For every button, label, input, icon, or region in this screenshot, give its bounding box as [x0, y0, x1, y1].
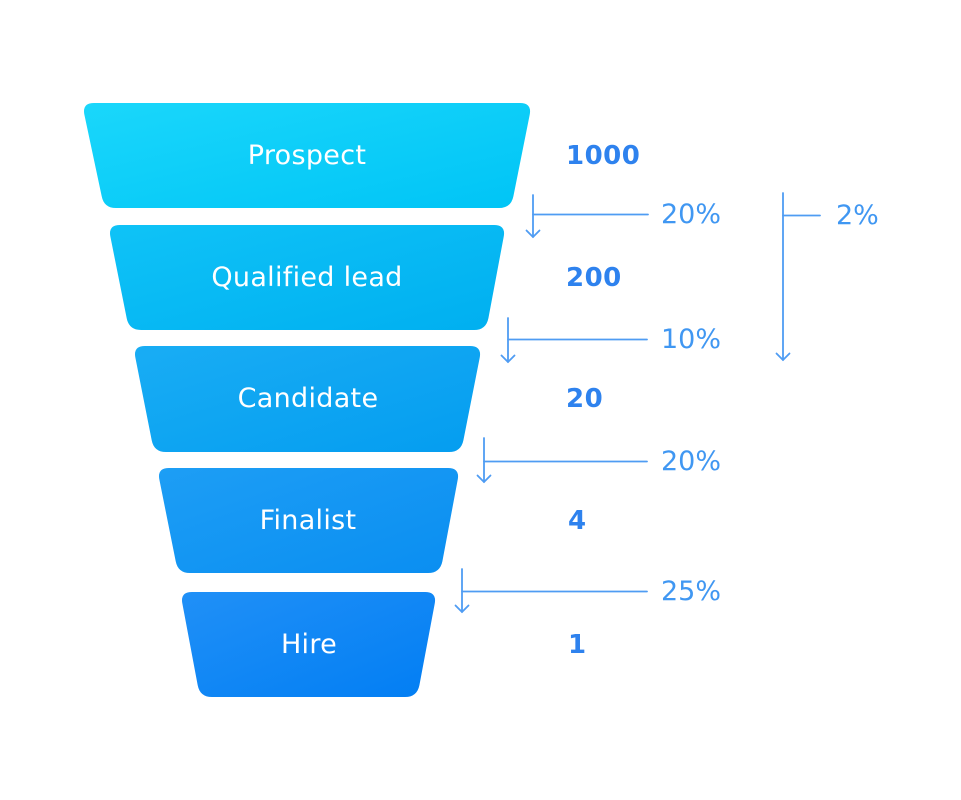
stage-value-hire: 1 [568, 630, 587, 660]
arrow-head-icon [525, 229, 541, 239]
funnel-stage-shape-hire [182, 592, 436, 697]
funnel-stage-shape-finalist [159, 468, 459, 573]
stage-label-hire: Hire [280, 629, 338, 660]
overall-conversion-arrow [775, 192, 821, 362]
arrow-head-icon [775, 352, 791, 362]
arrow-head-icon [454, 604, 470, 614]
conversion-pct-3: 20% [661, 446, 722, 477]
stage-label-finalist: Finalist [259, 505, 357, 536]
conversion-arrow-1 [525, 194, 649, 239]
conversion-pct-2: 10% [661, 324, 722, 355]
conversion-pct-1: 20% [661, 199, 722, 230]
stage-value-prospect: 1000 [566, 141, 641, 171]
funnel-stage-shape-candidate [135, 346, 481, 452]
stage-label-candidate: Candidate [237, 383, 379, 414]
arrow-head-icon [500, 354, 516, 364]
conversion-arrow-3 [476, 437, 648, 484]
stage-value-candidate: 20 [566, 384, 604, 414]
stage-label-qualified-lead: Qualified lead [211, 262, 403, 293]
funnel-stage-shape-qualified-lead [110, 225, 505, 330]
stage-label-prospect: Prospect [247, 140, 367, 171]
conversion-arrow-2 [500, 317, 648, 364]
conversion-pct-4: 25% [661, 576, 722, 607]
stage-value-finalist: 4 [568, 506, 587, 536]
stage-value-qualified-lead: 200 [566, 263, 622, 293]
funnel-stage-shape-prospect [84, 103, 531, 208]
overall-conversion-pct: 2% [836, 200, 879, 231]
arrow-head-icon [476, 474, 492, 484]
conversion-arrow-4 [454, 568, 648, 614]
